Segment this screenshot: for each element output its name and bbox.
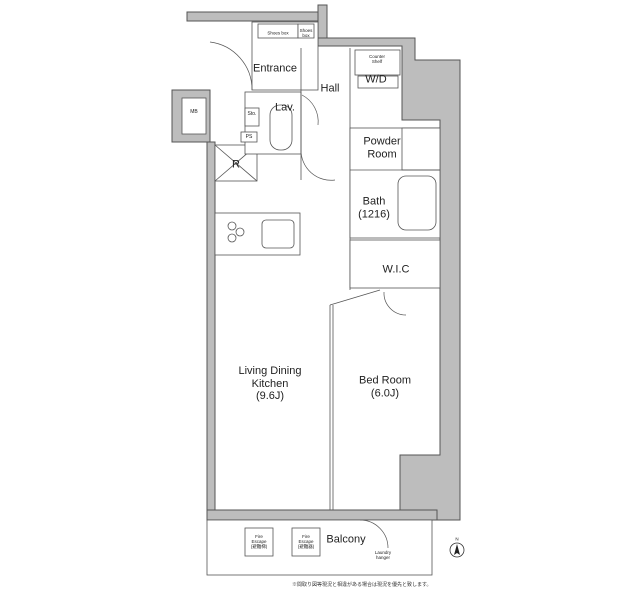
lav-label: Lav.	[275, 101, 295, 114]
mb-label: MB	[190, 109, 198, 116]
fire-escape-label: Fire Escape(避難梯)	[250, 534, 268, 550]
fire-escape-label: Fire Escape(避難器)	[297, 534, 315, 550]
entrance-label: Entrance	[252, 62, 298, 75]
ldk-label: Living Dining Kitchen(9.6J)	[238, 365, 302, 403]
wic-label: W.I.C	[382, 263, 410, 276]
compass	[449, 542, 465, 558]
mb-box	[181, 97, 207, 135]
counter-shelf-label: Counter Shelf	[368, 53, 385, 64]
sto-label: Sto.	[247, 111, 257, 118]
hall-label: Hall	[320, 82, 340, 95]
ps-label: PS	[245, 134, 253, 141]
balcony-label: Balcony	[326, 533, 366, 546]
wall-bottom	[206, 509, 438, 521]
shoes-box-label: Shoes box	[267, 30, 289, 36]
door-swings	[209, 41, 407, 549]
refrigerator-label: R	[232, 158, 240, 171]
wall-right	[317, 37, 461, 521]
wd-label: W/D	[365, 73, 387, 86]
disclaimer-note: ※間取り図等現況と相違がある場合は現況を優先と致します。	[292, 582, 432, 588]
bedroom-label: Bed Room(6.0J)	[359, 374, 411, 399]
powder-room-label: Powder Room	[363, 135, 401, 160]
laundry-hanger-label: Laundry hanger	[374, 549, 392, 560]
bath-label: Bath(1216)	[358, 195, 390, 220]
wall-left	[206, 141, 216, 515]
compass-label: N	[455, 536, 459, 542]
shoes-box-label: Shoes box	[299, 27, 313, 38]
wall-top	[186, 11, 328, 22]
